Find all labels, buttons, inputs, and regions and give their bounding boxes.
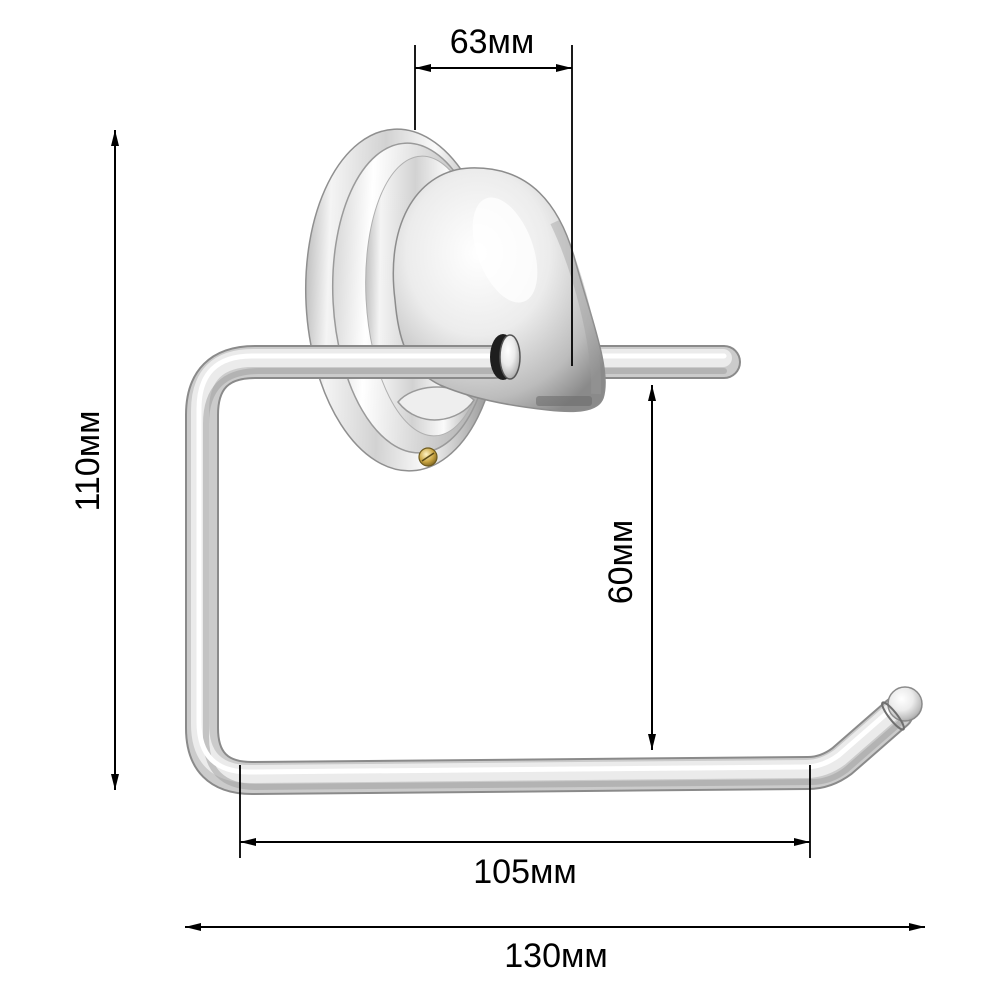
cap-slot: [536, 396, 592, 406]
mount-recess: [397, 386, 475, 421]
holder-arm: [185, 345, 914, 795]
arm-tip-seam: [881, 701, 905, 731]
dimension-label: 60мм: [602, 520, 640, 605]
dimension-label: 105мм: [473, 853, 576, 891]
dimension-label: 63мм: [450, 23, 535, 61]
dimension-bar-width: 105мм: [239, 765, 811, 891]
dimension-inner-height: 60мм: [602, 385, 656, 750]
holder-arm-shadow: [203, 368, 904, 790]
dimension-top-width: 63мм: [414, 23, 573, 366]
toilet-paper-holder: [185, 128, 923, 795]
dimension-overall-height: 110мм: [69, 130, 119, 790]
dimension-overall-width: 130мм: [185, 923, 925, 975]
arm-tip-ball: [887, 686, 923, 722]
cap-shadow: [550, 219, 602, 395]
dimension-label: 110мм: [69, 411, 107, 512]
cap-highlight: [472, 197, 538, 303]
rod-collar: [499, 334, 521, 380]
screw-slot: [421, 452, 435, 462]
holder-arm-highlight: [196, 353, 897, 775]
dimension-label: 130мм: [504, 937, 607, 975]
